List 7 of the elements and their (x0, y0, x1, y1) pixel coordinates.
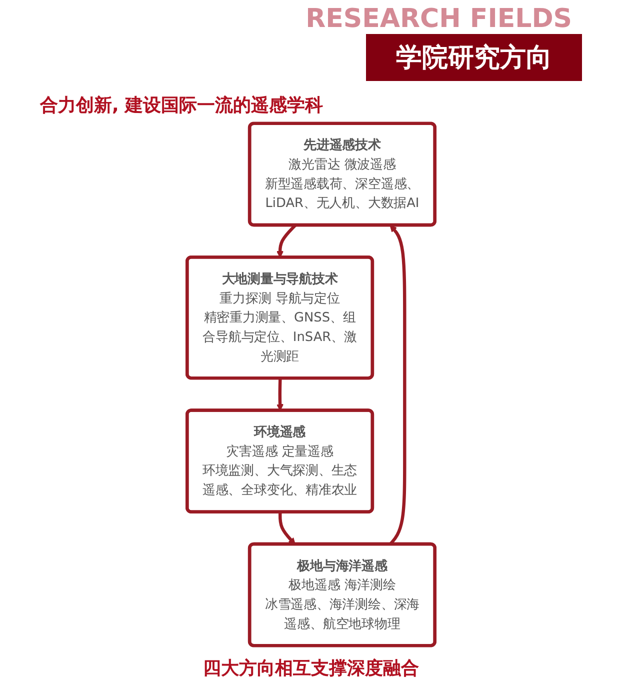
center-note: 四大方向相互支撑深度融合 (203, 657, 419, 680)
subtitle: 合力创新, 建设国际一流的遥感学科 (40, 94, 324, 117)
arrow (276, 378, 284, 411)
arrow (276, 224, 296, 258)
title-banner: 学院研究方向 (366, 34, 582, 81)
arrow (278, 512, 296, 545)
english-heading: RESEARCH FIELDS (306, 4, 572, 34)
